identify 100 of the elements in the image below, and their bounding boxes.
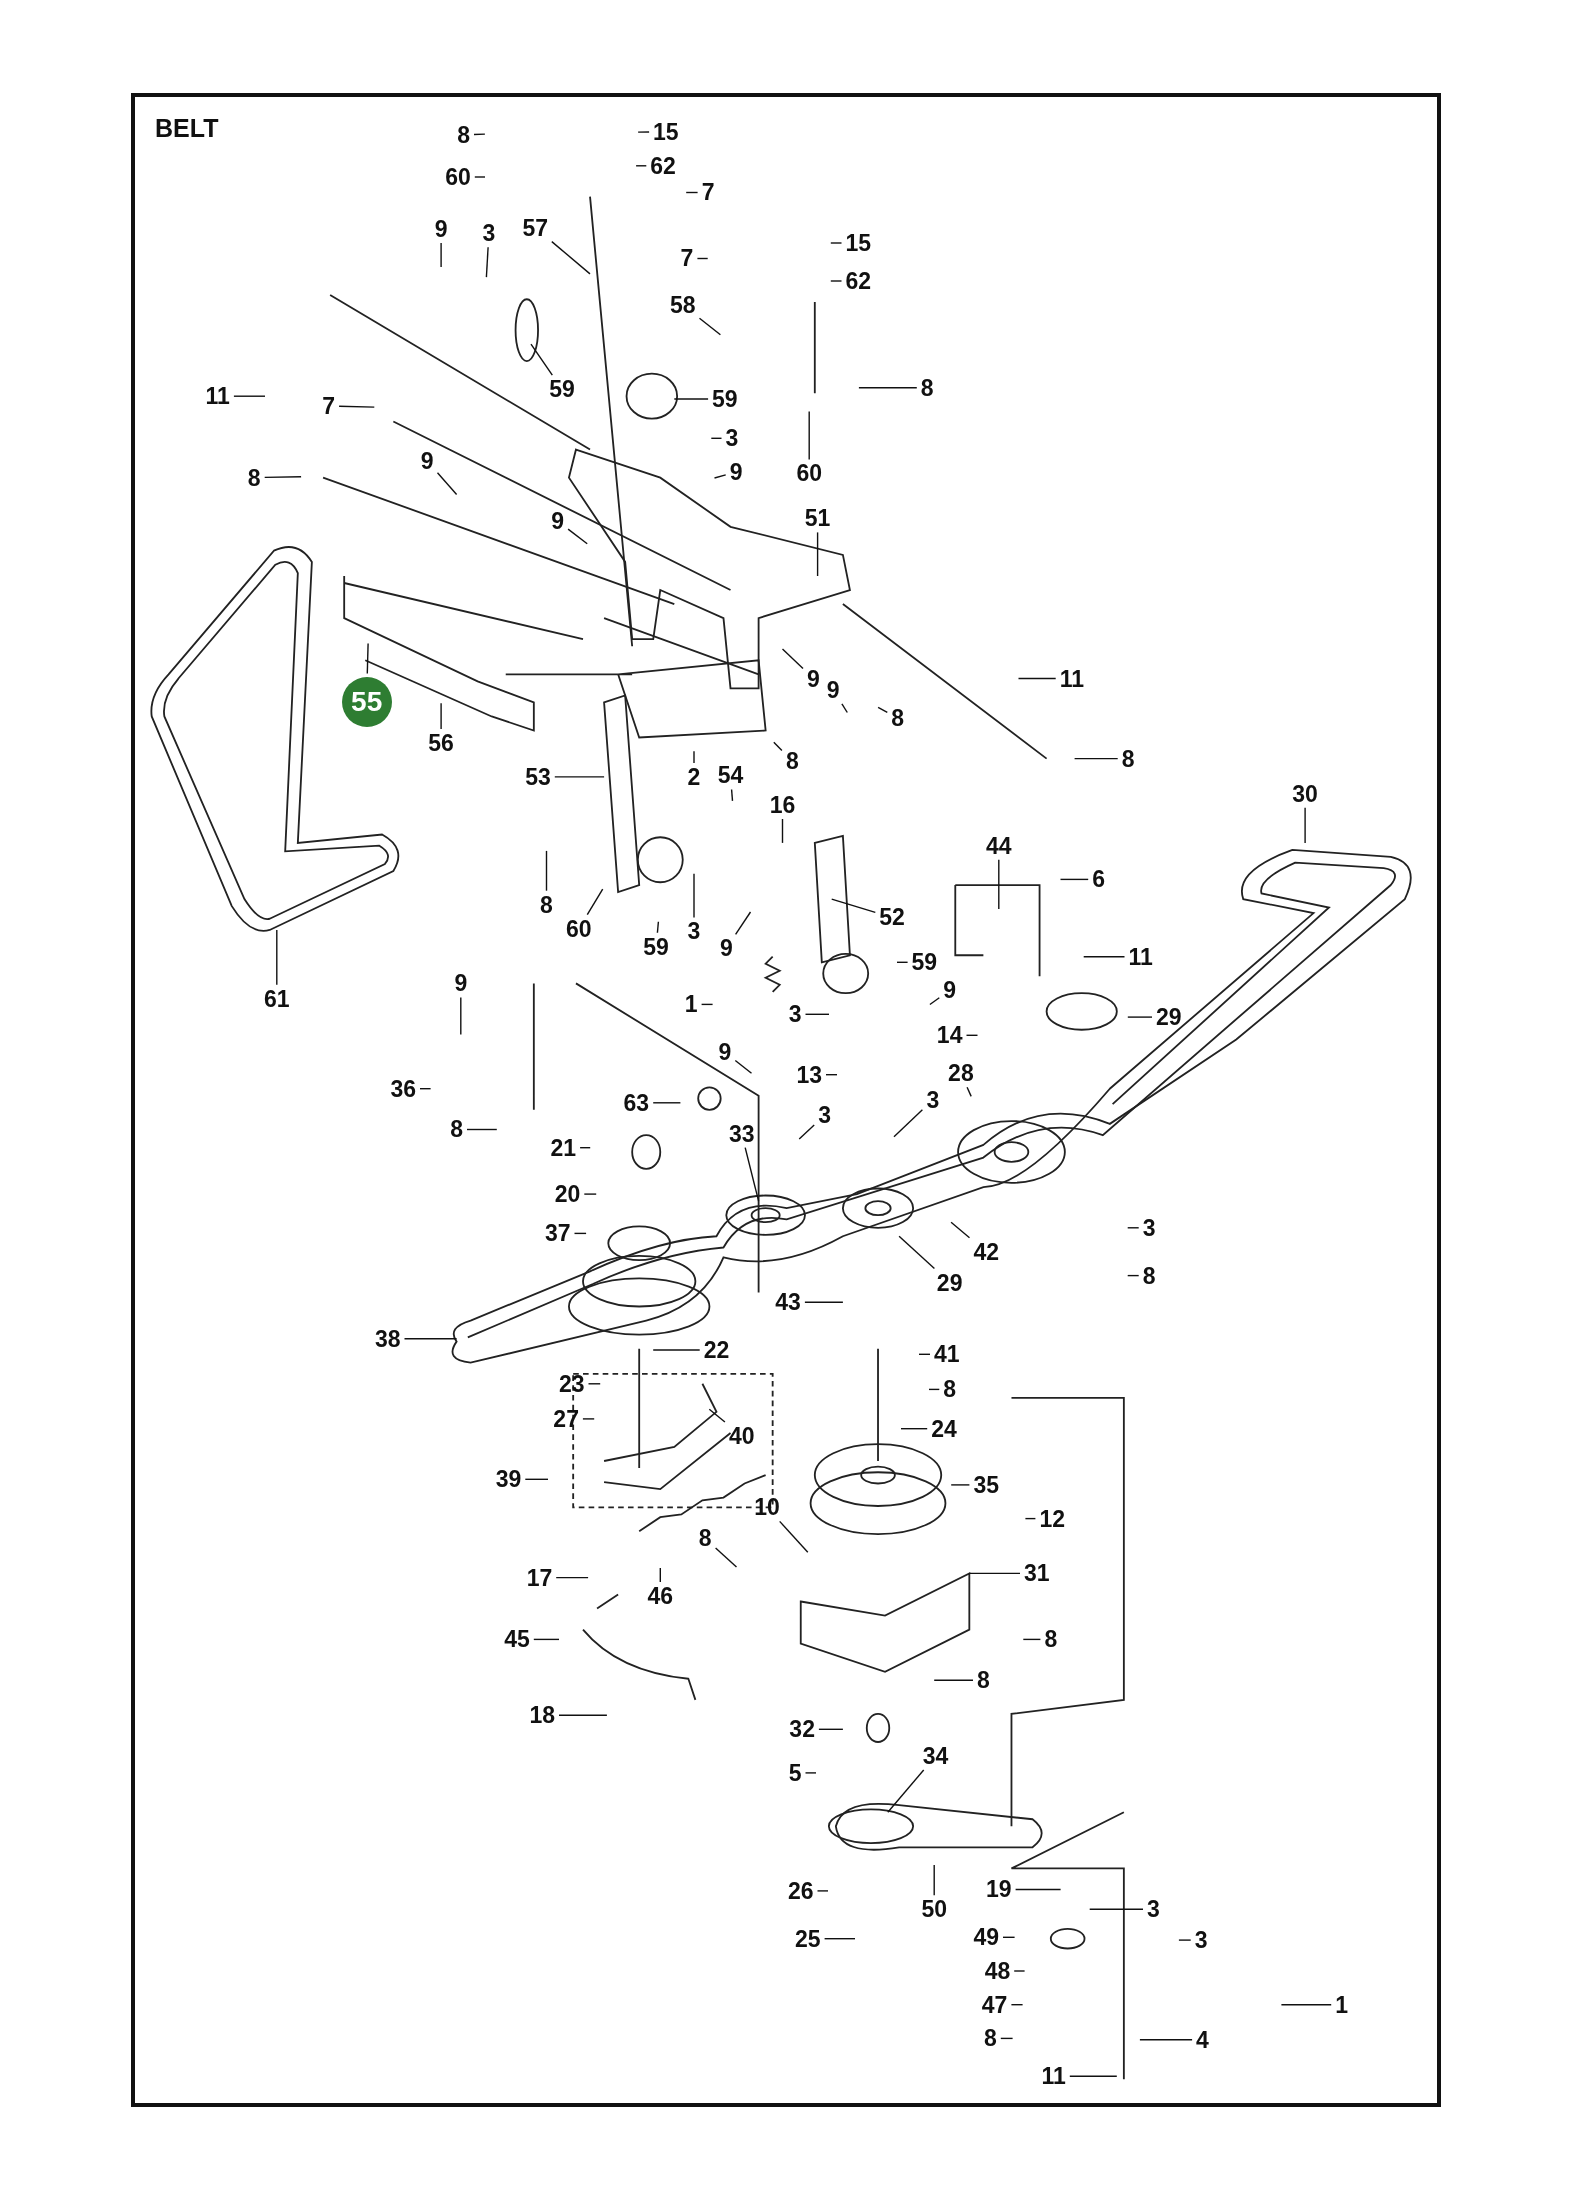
callout-number: 45: [504, 1627, 530, 1652]
leader-line: [659, 1567, 661, 1583]
callout-number: 24: [931, 1416, 957, 1441]
callout-number: 8: [984, 2026, 997, 2051]
callout-number: 36: [390, 1076, 416, 1101]
callout-number: 50: [921, 1897, 947, 1922]
leader-line: [1014, 1888, 1062, 1891]
callout-number: 3: [1146, 1897, 1160, 1922]
callout-number: 16: [769, 792, 796, 817]
callout-number: 1: [684, 992, 698, 1017]
callout-number: 29: [1156, 1005, 1182, 1030]
callout-number: 56: [428, 731, 454, 756]
leader-line: [798, 1124, 815, 1140]
leader-line: [264, 476, 302, 479]
callout-number: 34: [922, 1744, 949, 1769]
callout-number: 9: [551, 509, 565, 534]
callout-number: 6: [1092, 867, 1105, 892]
leader-line: [818, 1728, 844, 1730]
leader-line: [1022, 1638, 1042, 1641]
leader-line: [440, 702, 442, 730]
callout-number: 9: [807, 666, 820, 691]
leader-line: [276, 929, 278, 986]
leader-line: [831, 898, 876, 913]
leader-line: [586, 888, 604, 916]
leader-line: [823, 1938, 856, 1940]
callout-number: 7: [680, 246, 694, 271]
callout-number: 52: [879, 905, 905, 930]
leader-line: [841, 703, 848, 714]
callout-number: 9: [719, 936, 733, 961]
leader-line: [808, 410, 810, 461]
callout-number: 8: [1142, 1263, 1156, 1288]
callout-number: 62: [845, 268, 872, 293]
callout-number: 9: [420, 448, 434, 473]
callout-number: 8: [540, 892, 553, 917]
leader-line: [896, 961, 909, 963]
leader-line: [1280, 2004, 1332, 2006]
leader-line: [744, 1147, 760, 1202]
callout-number: 8: [457, 122, 470, 147]
callout-number: 8: [247, 465, 261, 490]
leader-line: [773, 741, 783, 752]
callout-number: 4: [1196, 2027, 1209, 2052]
callout-number: 30: [1292, 781, 1318, 806]
callout-number: 58: [669, 292, 696, 317]
leader-line: [804, 1013, 830, 1015]
leader-line: [436, 472, 458, 496]
leader-line: [233, 395, 266, 397]
callout-number: 11: [1059, 666, 1085, 691]
leader-line: [816, 531, 819, 577]
callout-number: 12: [1039, 1506, 1065, 1531]
leader-line: [419, 1088, 432, 1090]
leader-line: [1013, 1970, 1026, 1972]
callout-number: 9: [434, 217, 448, 241]
callout-number: 31: [1023, 1561, 1050, 1586]
callout-number: 11: [1041, 2064, 1066, 2089]
leader-line: [887, 1769, 925, 1813]
leader-line: [950, 1221, 971, 1239]
leader-line: [713, 474, 727, 479]
callout-number: 3: [482, 221, 496, 246]
leader-line: [1002, 1936, 1016, 1938]
callout-number: 3: [1142, 1215, 1156, 1240]
leader-line: [966, 1086, 972, 1098]
leader-line: [533, 1638, 560, 1641]
callout-number: 15: [845, 231, 872, 256]
callout-number: 3: [818, 1103, 831, 1128]
callout-number: 59: [911, 950, 938, 975]
callout-number: 29: [936, 1270, 963, 1295]
callout-number: 5: [788, 1760, 802, 1785]
leader-line: [366, 642, 369, 675]
callout-number: 63: [623, 1090, 650, 1115]
leader-line: [1069, 2075, 1118, 2077]
callout-number: 57: [522, 215, 549, 240]
callout-number: 20: [554, 1182, 581, 1207]
leader-line: [583, 1193, 597, 1195]
callout-number: 28: [948, 1061, 974, 1086]
leader-line: [530, 343, 553, 376]
callout-number: 19: [986, 1877, 1012, 1902]
leader-line: [1059, 878, 1089, 881]
callout-number: 1: [1335, 1992, 1348, 2017]
leader-line: [524, 1478, 549, 1480]
leader-line: [637, 131, 650, 133]
callout-number: 39: [495, 1467, 522, 1492]
leader-line: [338, 405, 375, 408]
callout-number: 8: [920, 375, 934, 400]
callout-number: 8: [977, 1668, 990, 1693]
callout-number: 3: [725, 426, 739, 451]
leader-line: [1304, 807, 1306, 844]
leader-line: [804, 1301, 844, 1303]
callout-number: 48: [984, 1958, 1011, 1983]
leader-line: [587, 1383, 601, 1385]
leader-line: [1178, 1939, 1192, 1941]
callout-number: 46: [647, 1583, 674, 1608]
leader-line: [466, 1128, 498, 1131]
callout-number: 51: [804, 506, 831, 531]
callout-number: 61: [263, 986, 290, 1011]
leader-line: [473, 133, 486, 136]
callout-number: 41: [934, 1342, 960, 1367]
title: BELT: [155, 114, 219, 143]
leader-line: [403, 1338, 458, 1340]
callout-number: 8: [698, 1526, 712, 1551]
leader-line: [734, 1059, 753, 1074]
